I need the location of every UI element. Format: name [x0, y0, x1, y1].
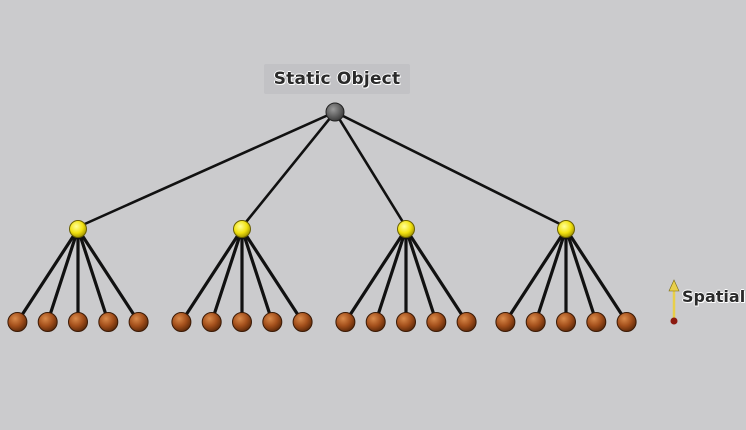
- root-label: Static Object: [273, 69, 401, 89]
- leaf-node: [616, 312, 637, 332]
- edges-layer: [15, 110, 629, 324]
- root-node: [325, 102, 345, 122]
- leaf-node: [7, 312, 28, 332]
- leaf-node: [335, 312, 356, 332]
- branch-node: [69, 220, 87, 238]
- leaf-node: [171, 312, 192, 332]
- branch-to-leaf-edge: [76, 227, 110, 324]
- root-to-branch-edge: [333, 110, 408, 229]
- branch-to-leaf-edge: [76, 227, 141, 324]
- leaf-node: [128, 312, 149, 332]
- leaf-node: [292, 312, 313, 332]
- leaf-node: [232, 312, 252, 332]
- leaf-node: [37, 312, 58, 332]
- leaf-node: [262, 312, 283, 332]
- branch-to-leaf-edge: [564, 227, 629, 324]
- branch-to-leaf-edge: [534, 227, 568, 324]
- branch-node: [557, 220, 575, 238]
- leaf-node: [556, 312, 576, 332]
- branch-to-leaf-edge: [240, 227, 305, 324]
- branch-to-leaf-edge: [179, 227, 244, 324]
- root-to-branch-edge: [240, 110, 337, 229]
- leaf-node: [456, 312, 477, 332]
- branch-to-leaf-edge: [46, 227, 80, 324]
- branch-to-leaf-edge: [343, 227, 408, 324]
- leaf-node: [98, 312, 119, 332]
- branch-node: [233, 220, 251, 238]
- branch-to-leaf-edge: [15, 227, 80, 324]
- branch-to-leaf-edge: [404, 227, 438, 324]
- leaf-node: [495, 312, 516, 332]
- leaf-node: [586, 312, 607, 332]
- branch-to-leaf-edge: [210, 227, 244, 324]
- branch-to-leaf-edge: [240, 227, 274, 324]
- branch-to-leaf-edge: [564, 227, 598, 324]
- leaf-node: [525, 312, 546, 332]
- nodes-layer: [7, 102, 637, 332]
- branch-to-leaf-edge: [374, 227, 408, 324]
- branch-to-leaf-edge: [404, 227, 469, 324]
- spatial-legend-label: Spatial: [682, 287, 746, 306]
- leaf-node: [68, 312, 88, 332]
- leaf-node: [396, 312, 416, 332]
- leaf-node: [365, 312, 386, 332]
- root-to-branch-edge: [76, 110, 337, 229]
- branch-node: [397, 220, 415, 238]
- leaf-node: [201, 312, 222, 332]
- root-to-branch-edge: [333, 110, 568, 229]
- root-label-box: Static Object: [264, 64, 410, 94]
- branch-to-leaf-edge: [503, 227, 568, 324]
- leaf-node: [426, 312, 447, 332]
- spatial-arrow-icon: [668, 279, 680, 325]
